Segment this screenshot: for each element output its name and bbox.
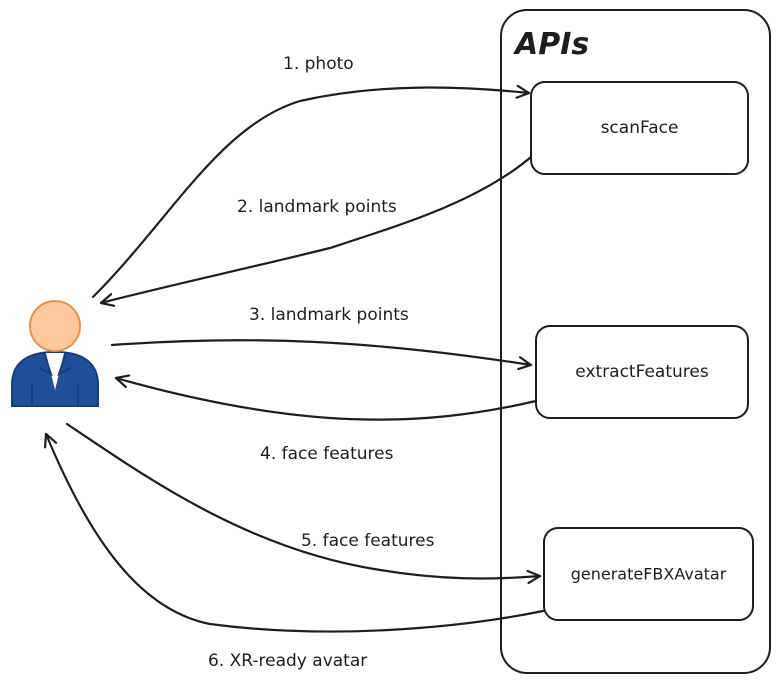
api-box-generatefbxavatar: generateFBXAvatar <box>543 527 754 621</box>
arrow-3-landmark-points <box>110 339 533 365</box>
person-head <box>29 300 81 352</box>
person-icon <box>11 300 99 407</box>
api-box-generatefbxavatar-frame <box>543 527 754 621</box>
arrow-4-face-features <box>114 378 538 421</box>
arrow-6-xr-ready-avatar <box>46 432 545 633</box>
arrow-label-1: 1. photo <box>283 54 354 74</box>
arrow-2-landmark-points <box>99 155 533 303</box>
api-label-generatefbxavatar: generateFBXAvatar <box>571 565 727 584</box>
api-label-scanface: scanFace <box>601 118 679 138</box>
api-box-extractfeatures: extractFeatures <box>535 325 749 419</box>
api-box-scanface: scanFace <box>530 81 749 175</box>
api-box-scanface-frame <box>530 81 749 175</box>
arrow-1-photo <box>91 88 531 299</box>
arrow-label-6: 6. XR-ready avatar <box>208 651 367 671</box>
apis-group-title: APIs <box>513 27 589 62</box>
person-shirt <box>46 353 64 390</box>
arrow-5-face-features <box>65 422 542 578</box>
api-label-extractfeatures: extractFeatures <box>575 362 709 382</box>
arrow-label-2: 2. landmark points <box>237 197 397 217</box>
arrow-label-5: 5. face features <box>301 531 435 551</box>
arrow-label-4: 4. face features <box>260 444 394 464</box>
api-box-extractfeatures-frame <box>535 325 749 419</box>
arrow-label-3: 3. landmark points <box>249 305 409 325</box>
person-lapels <box>39 352 71 377</box>
